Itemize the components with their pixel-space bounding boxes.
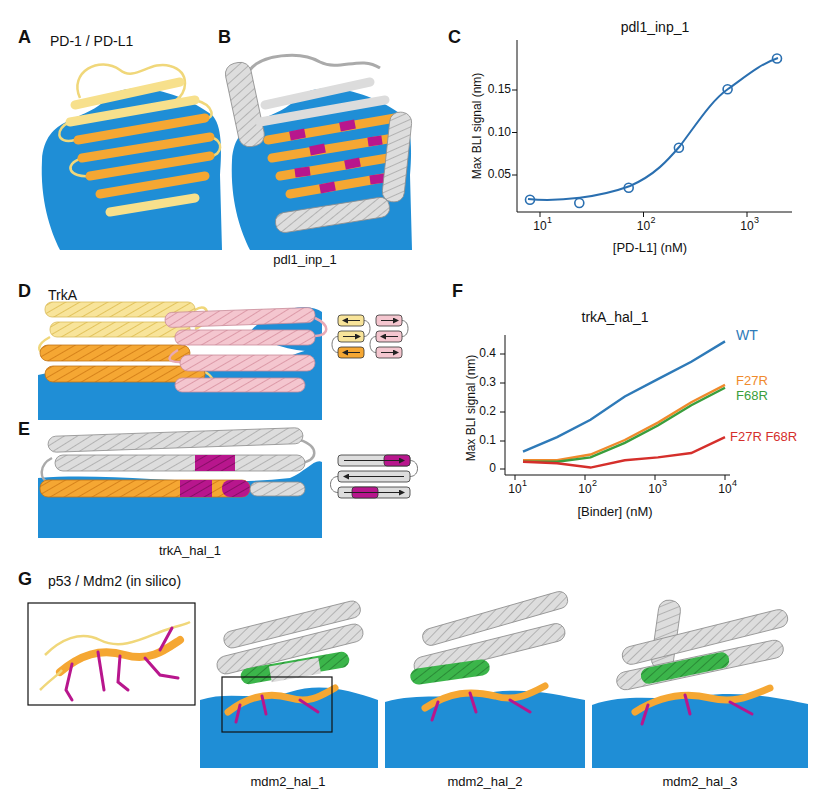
panel-title: TrkA (48, 288, 77, 303)
pd1-pdl1-structure (42, 64, 222, 250)
panel-letter: G (18, 570, 32, 590)
design-name: trkA_hal_1 (159, 544, 221, 558)
series-label: WT (736, 328, 758, 343)
tick-label: 0.15 (488, 83, 511, 96)
panel-letter: E (18, 420, 30, 440)
chart-f (500, 335, 730, 480)
tick-exponent: 2 (592, 479, 597, 489)
panel-letter: B (218, 28, 231, 48)
design-name: mdm2_hal_1 (250, 775, 325, 789)
tick-exponent: 3 (662, 479, 667, 489)
tick-exponent: 1 (547, 216, 552, 226)
pdl1-binder-structure (223, 55, 412, 250)
axis-title: [PD-L1] (nM) (613, 241, 687, 255)
design-name: mdm2_hal_3 (662, 775, 737, 789)
axis-title: Max BLI signal (nm) (471, 73, 484, 180)
design-name: mdm2_hal_2 (447, 775, 522, 789)
tick-exponent: 1 (522, 479, 527, 489)
mdm2-binder-1 (200, 599, 378, 768)
chart-c (512, 40, 792, 217)
tick-label: 10 (718, 483, 731, 496)
tick-label: 0.05 (488, 168, 511, 181)
trka-structure (38, 302, 326, 420)
tick-label: 10 (740, 220, 753, 233)
chart-title: pdl1_inp_1 (621, 20, 690, 35)
design-name: pdl1_inp_1 (273, 253, 337, 267)
panel-title: p53 / Mdm2 (in silico) (48, 574, 181, 589)
tick-label: 0.4 (479, 347, 496, 360)
series-label: F68R (736, 389, 768, 403)
series-label: F27R F68R (730, 430, 797, 444)
tick-exponent: 4 (732, 479, 737, 489)
panel-title: PD-1 / PD-L1 (50, 34, 133, 49)
tick-label: 0.1 (479, 434, 496, 447)
axis-title: [Binder] (nM) (577, 505, 652, 519)
chart-title: trkA_hal_1 (582, 310, 649, 325)
tick-label: 10 (578, 483, 591, 496)
panel-letter: F (452, 282, 463, 302)
axis-title: Max BLI signal (nm) (465, 355, 478, 462)
trka-binder-structure (38, 428, 322, 538)
tick-label: 0.2 (479, 405, 496, 418)
series-label: F27R (736, 374, 768, 388)
panel-letter: D (18, 282, 31, 302)
tick-exponent: 2 (651, 216, 656, 226)
mdm2-binder-2 (385, 590, 585, 768)
tick-label: 0 (489, 462, 496, 475)
topology-cartoon (331, 455, 418, 498)
topology-cartoon (332, 315, 408, 358)
tick-label: 10 (508, 483, 521, 496)
mdm2-inset (28, 603, 195, 705)
tick-label: 10 (648, 483, 661, 496)
tick-label: 0.10 (488, 126, 511, 139)
panel-letter: C (448, 28, 461, 48)
tick-label: 10 (637, 220, 650, 233)
panel-letter: A (18, 28, 31, 48)
mdm2-binder-3 (592, 599, 808, 768)
tick-label: 0.3 (479, 376, 496, 389)
tick-exponent: 3 (754, 216, 759, 226)
tick-label: 10 (533, 220, 546, 233)
